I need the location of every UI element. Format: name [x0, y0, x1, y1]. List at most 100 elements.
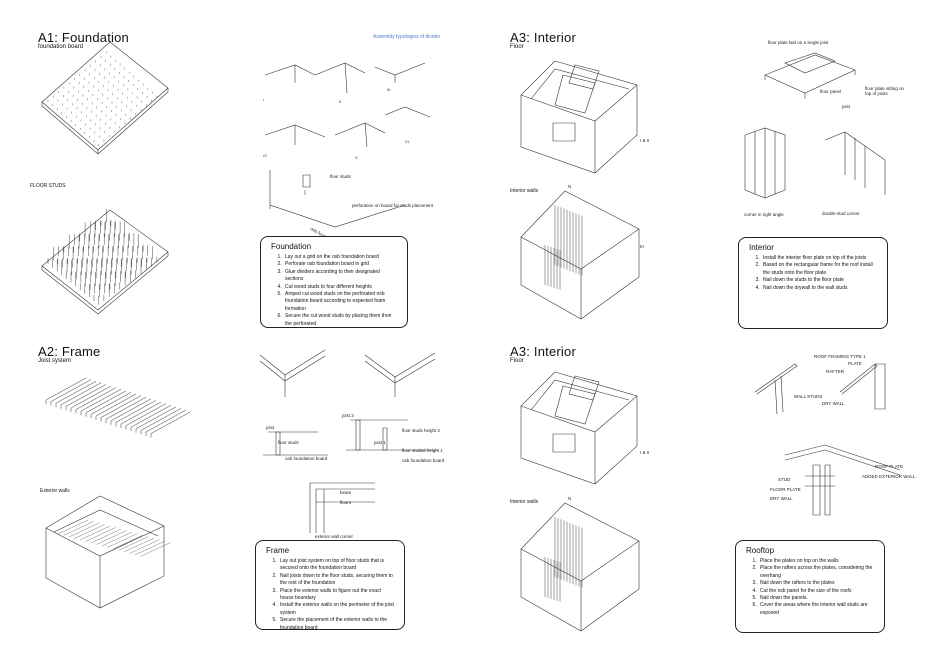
rooftop-step: Cover the areas where the interior wall …: [758, 602, 874, 617]
floor-studs-drawing: [40, 190, 170, 320]
a1-subtitle: foundation board: [38, 44, 84, 50]
roof-plate-label: ROOF PLATE: [875, 464, 904, 469]
joist-r-label: joist: [842, 104, 851, 109]
a2-title: A2: Frame: [38, 344, 101, 359]
interior-step: Based on the rectangular frame for the r…: [761, 262, 877, 277]
joist-label: joist: [266, 425, 275, 430]
interior-box-title: Interior: [749, 243, 774, 252]
joist2-label: joist 2: [342, 413, 354, 418]
rooftop-step: Nail down the rafters to the plates: [758, 580, 874, 587]
divider-typologies-drawing: I. II. III. IV. V. VI.: [263, 45, 445, 160]
floor-panel-label: floor panel: [820, 89, 842, 94]
foundation-steps-list: Lay out a grid on the osb foundation boa…: [271, 254, 397, 328]
a3-bottom-title: A3: Interior: [510, 344, 576, 359]
foundation-steps-box: Foundation Lay out a grid on the osb fou…: [260, 236, 408, 328]
foundation-step: Cut wood studs to four different heights: [283, 284, 397, 291]
a1-title: A1: Foundation: [38, 30, 129, 45]
rooftop-steps-box: Rooftop Place the plates on top on the w…: [735, 540, 885, 633]
foundation-box-title: Foundation: [271, 242, 312, 251]
added-ext-wall-label: ADDED EXTERIOR WALL: [862, 474, 916, 479]
floor-plate-label: FLOOR PLATE: [770, 487, 801, 492]
floor-plate-drawing: [755, 35, 865, 110]
floor-studs-h2-label: floor studs height 2: [402, 428, 441, 433]
wall-studs-label: WALL STUDS: [794, 394, 823, 399]
rooftop-step: Cut the osb panel for the size of the ro…: [758, 588, 874, 595]
frame-step: Nail joists down to the floor studs, sec…: [278, 573, 394, 588]
floor-studs-label: FLOOR STUDS: [30, 183, 66, 189]
dry-wall2-label: DRY WALL: [770, 496, 793, 501]
foundation-step: Amped cut wood studs on the perforated o…: [283, 291, 397, 313]
stud-corner-drawing: [735, 120, 910, 215]
foundation-step: Lay out a grid on the osb foundation boa…: [283, 254, 397, 261]
rooftop-step: Place the rafters across the plates, con…: [758, 565, 874, 580]
interior-walls-bottom-drawing: [515, 497, 645, 637]
n2-label: N: [568, 496, 572, 501]
floor-studs-frame-label: floor studs: [278, 440, 299, 445]
corner-right-label: corner in right angle: [744, 212, 784, 217]
interior-walls-top-drawing: [515, 185, 645, 325]
foundation-step: Glue dividers according to their designa…: [283, 269, 397, 284]
frame-step: Lay out joist system on top of floor stu…: [278, 558, 394, 573]
dry-wall-label: DRY WALL: [822, 401, 845, 406]
i-ii-label: I & II: [640, 138, 650, 143]
floor-plate-sitting-label: floor plate sitting on top of joists: [865, 86, 905, 96]
svg-text:V.: V.: [355, 155, 358, 160]
floor-plate-laid-label: floor plate laid on a single joist: [768, 40, 829, 45]
floor-studs-small-label: floor studs: [330, 174, 351, 179]
floor-studs-h1-label: floor studed height 1: [402, 448, 443, 453]
exterior-walls-label: Exterior walls: [40, 488, 70, 494]
joist-section-drawing: [258, 410, 448, 470]
rooftop-step: Place the plates on top on the walls: [758, 558, 874, 565]
interior-walls-bottom-label: Interior walls: [510, 499, 539, 505]
interior-steps-list: Install the interior floor plate on top …: [749, 255, 877, 292]
joist-system-drawing: [40, 360, 180, 470]
joist1-label: joist 1: [374, 440, 386, 445]
frame-step: Secure the placement of the exterior wal…: [278, 617, 394, 632]
stud-label: STUD: [778, 477, 791, 482]
double-stud-label: double-stud corner: [822, 211, 860, 216]
frame-step: Install the exterior walls on the perime…: [278, 602, 394, 617]
svg-text:I.: I.: [263, 97, 265, 102]
plate-label: PLATE: [848, 361, 862, 366]
rooftop-step: Nail down the panels.: [758, 595, 874, 602]
interior-floor-bottom-drawing: [515, 366, 645, 491]
perforation-block-drawing: [265, 165, 425, 235]
rooftop-box-title: Rooftop: [746, 546, 775, 555]
a3-top-title: A3: Interior: [510, 30, 576, 45]
svg-text:IV.: IV.: [263, 153, 268, 158]
i-ii-2-label: I & II: [640, 450, 650, 455]
svg-text:II.: II.: [339, 99, 342, 104]
foundation-step: Perforate osb foundation board in grid: [283, 261, 397, 268]
exterior-walls-drawing: [40, 490, 170, 615]
a3-bottom-subtitle: Floor: [510, 358, 524, 364]
interior-step: Nail down the studs to the floor plate: [761, 277, 877, 284]
frame-box-title: Frame: [266, 546, 290, 555]
rooftop-steps-list: Place the plates on top on the walls Pla…: [746, 558, 874, 617]
foundation-board-drawing: [40, 40, 170, 160]
exterior-corner-drawing: [300, 478, 380, 538]
interior-step: Install the interior floor plate on top …: [761, 255, 877, 262]
osb-board2-label: osb foundation board: [285, 456, 328, 461]
frame-step: Place the exterior walls to figure out t…: [278, 588, 394, 603]
interior-steps-box: Interior Install the interior floor plat…: [738, 237, 888, 329]
a3-top-subtitle: Floor: [510, 44, 524, 50]
interior-walls-top-label: Interior walls: [510, 188, 539, 194]
floors-label: floors: [340, 500, 352, 505]
osb-board3-label: osb foundation board: [402, 458, 445, 463]
frame-detail-top-drawing: [255, 345, 445, 400]
roof-framing-label: ROOF FRAMING TYPE 1: [814, 354, 866, 359]
roof-framing-drawing: [745, 352, 905, 422]
svg-text:III.: III.: [387, 87, 391, 92]
roof-plate-section-drawing: [765, 440, 905, 520]
rafter-label: RAFTER: [826, 369, 844, 374]
a2-subtitle: Joist system: [38, 358, 72, 364]
frame-steps-box: Frame Lay out joist system on top of flo…: [255, 540, 405, 632]
interior-step: Nail down the drywall to the wall studs: [761, 285, 877, 292]
beam-label: beam: [340, 490, 352, 495]
frame-steps-list: Lay out joist system on top of floor stu…: [266, 558, 394, 632]
iii-label: III: [640, 244, 644, 249]
n-label: N: [568, 184, 572, 189]
svg-text:VI.: VI.: [405, 139, 410, 144]
interior-floor-top-drawing: [515, 55, 645, 180]
